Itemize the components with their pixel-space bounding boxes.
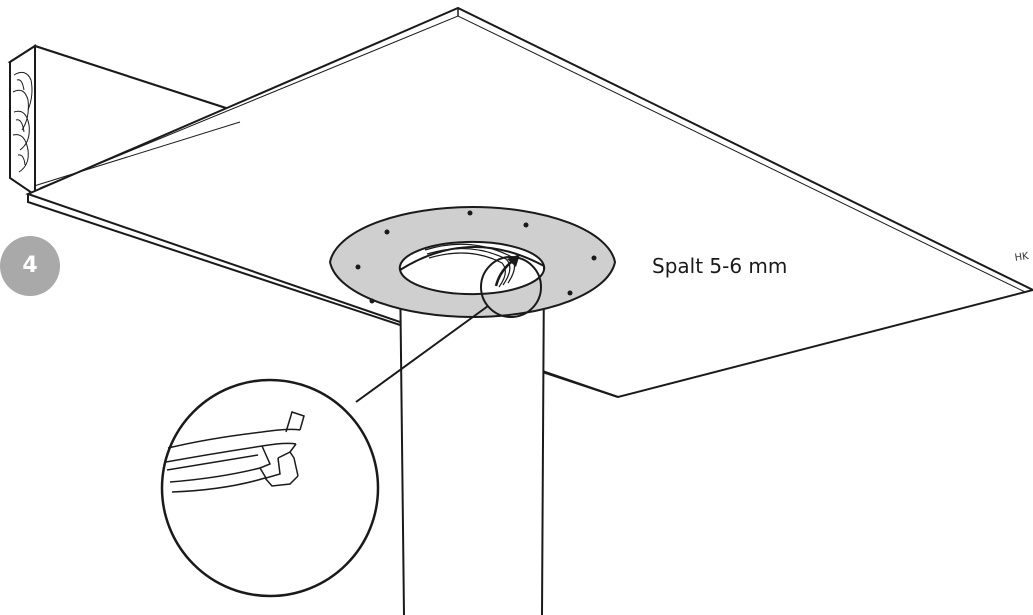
step-badge <box>0 236 60 296</box>
ceiling-collar <box>328 206 617 318</box>
step-number: 4 <box>22 253 38 278</box>
column <box>399 262 545 615</box>
detail-leader-line <box>355 305 489 403</box>
wood-grain <box>12 71 33 173</box>
screw-holes <box>355 210 597 304</box>
seal-strip <box>424 243 516 288</box>
magnified-seal-detail <box>160 378 380 598</box>
gap-dimension-label: Spalt 5-6 mm <box>652 254 788 278</box>
author-initials: HK <box>1014 251 1030 264</box>
curved-arrow-icon <box>494 254 520 287</box>
detail-marker-circle <box>480 256 542 318</box>
